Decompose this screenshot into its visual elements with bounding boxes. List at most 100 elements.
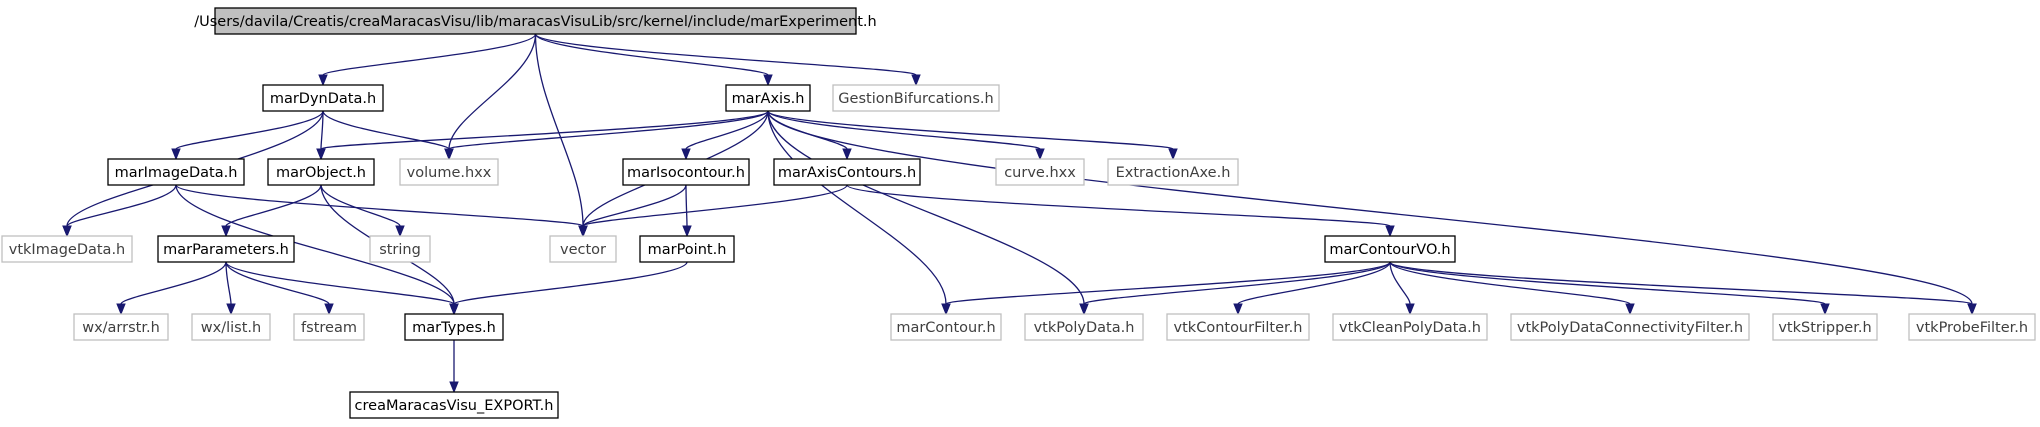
node-marImageData[interactable]: marImageData.h: [107, 158, 245, 186]
node-marAxisContours[interactable]: marAxisContours.h: [773, 158, 921, 186]
node-box-volume[interactable]: [399, 158, 499, 186]
node-marDynData[interactable]: marDynData.h: [262, 84, 384, 112]
node-label-gestion: GestionBifurcations.h: [838, 91, 993, 107]
arrowhead-marAxis-to-extraction: [1168, 148, 1178, 161]
node-box-marObject[interactable]: [267, 158, 375, 186]
node-label-marContourVO: marContourVO.h: [1329, 242, 1450, 258]
node-box-vtkImageData[interactable]: [1, 235, 133, 263]
node-box-vtkStripper[interactable]: [1772, 313, 1878, 341]
node-label-extraction: ExtractionAxe.h: [1116, 165, 1231, 181]
node-curve[interactable]: curve.hxx: [995, 158, 1085, 186]
node-box-vtkContourFilter[interactable]: [1166, 313, 1310, 341]
node-vtkProbeFilter[interactable]: vtkProbeFilter.h: [1908, 313, 2036, 341]
node-box-export[interactable]: [349, 391, 559, 419]
node-box-root[interactable]: [214, 7, 857, 35]
arrowhead-root-to-marDynData: [318, 74, 328, 87]
edge-marImageData-to-marTypes: [175, 184, 455, 305]
node-string[interactable]: string: [369, 235, 431, 263]
node-box-marDynData[interactable]: [262, 84, 384, 112]
node-box-vtkPolyData[interactable]: [1024, 313, 1144, 341]
edge-marContourVO-to-vtkPolyConn: [1389, 261, 1631, 305]
node-box-vtkPolyConn[interactable]: [1510, 313, 1750, 341]
node-vtkPolyConn[interactable]: vtkPolyDataConnectivityFilter.h: [1510, 313, 1750, 341]
node-label-marObject: marObject.h: [276, 165, 366, 181]
edge-marAxisContours-to-marContourVO: [846, 184, 1391, 227]
node-root[interactable]: /Users/davila/Creatis/creaMaracasVisu/li…: [194, 7, 877, 35]
node-vtkContourFilter[interactable]: vtkContourFilter.h: [1166, 313, 1310, 341]
node-wxarrstr[interactable]: wx/arrstr.h: [73, 313, 169, 341]
node-box-marIsocontour[interactable]: [622, 158, 750, 186]
node-export[interactable]: creaMaracasVisu_EXPORT.h: [349, 391, 559, 419]
node-box-marPoint[interactable]: [639, 235, 735, 263]
arrowhead-marContourVO-to-vtkContourFilter: [1233, 303, 1243, 316]
node-volume[interactable]: volume.hxx: [399, 158, 499, 186]
node-gestion[interactable]: GestionBifurcations.h: [832, 84, 1000, 112]
nodes-layer: /Users/davila/Creatis/creaMaracasVisu/li…: [1, 7, 2036, 419]
node-marContourVO[interactable]: marContourVO.h: [1324, 235, 1456, 263]
node-box-wxlist[interactable]: [191, 313, 271, 341]
node-fstream[interactable]: fstream: [293, 313, 365, 341]
node-label-marImageData: marImageData.h: [115, 165, 238, 181]
node-label-marContour: marContour.h: [896, 320, 995, 336]
edge-marObject-to-string: [320, 184, 401, 227]
node-box-extraction[interactable]: [1107, 158, 1239, 186]
node-box-curve[interactable]: [995, 158, 1085, 186]
node-box-vtkCleanPolyData[interactable]: [1332, 313, 1488, 341]
node-box-marContour[interactable]: [890, 313, 1002, 341]
node-box-wxarrstr[interactable]: [73, 313, 169, 341]
node-box-vector[interactable]: [549, 235, 617, 263]
node-vtkCleanPolyData[interactable]: vtkCleanPolyData.h: [1332, 313, 1488, 341]
edge-marIsocontour-to-marPoint: [685, 184, 688, 227]
edge-marParameters-to-wxarrstr: [120, 261, 227, 305]
edge-marDynData-to-volume: [322, 110, 450, 150]
edge-root-to-volume: [448, 33, 537, 150]
edge-marPoint-to-marTypes: [453, 261, 688, 305]
node-box-string[interactable]: [369, 235, 431, 263]
arrowhead-marAxis-to-curve: [1035, 148, 1045, 161]
node-box-vtkProbeFilter[interactable]: [1908, 313, 2036, 341]
node-marObject[interactable]: marObject.h: [267, 158, 375, 186]
node-marParameters[interactable]: marParameters.h: [157, 235, 295, 263]
edge-marImageData-to-vector: [175, 184, 584, 227]
arrowhead-marParameters-to-wxarrstr: [116, 303, 126, 316]
node-marIsocontour[interactable]: marIsocontour.h: [622, 158, 750, 186]
node-box-marAxis[interactable]: [725, 84, 811, 112]
node-box-fstream[interactable]: [293, 313, 365, 341]
edge-marParameters-to-fstream: [225, 261, 330, 305]
node-vtkImageData[interactable]: vtkImageData.h: [1, 235, 133, 263]
node-vtkPolyData[interactable]: vtkPolyData.h: [1024, 313, 1144, 341]
node-marContour[interactable]: marContour.h: [890, 313, 1002, 341]
edge-marAxis-to-marContour: [767, 110, 947, 305]
node-vector[interactable]: vector: [549, 235, 617, 263]
node-wxlist[interactable]: wx/list.h: [191, 313, 271, 341]
arrowhead-marContourVO-to-vtkCleanPolyData: [1405, 303, 1415, 316]
node-vtkStripper[interactable]: vtkStripper.h: [1772, 313, 1878, 341]
node-box-marAxisContours[interactable]: [773, 158, 921, 186]
edge-marIsocontour-to-vector: [582, 184, 687, 227]
node-label-vtkStripper: vtkStripper.h: [1778, 320, 1871, 336]
node-label-wxlist: wx/list.h: [201, 320, 261, 336]
node-box-gestion[interactable]: [832, 84, 1000, 112]
node-label-vtkCleanPolyData: vtkCleanPolyData.h: [1339, 320, 1481, 336]
node-label-marAxis: marAxis.h: [732, 91, 805, 107]
edge-marAxisContours-to-vector: [582, 184, 848, 227]
arrowhead-marContourVO-to-vtkProbeFilter: [1967, 303, 1977, 316]
edge-marAxis-to-extraction: [767, 110, 1174, 150]
node-box-marContourVO[interactable]: [1324, 235, 1456, 263]
node-label-export: creaMaracasVisu_EXPORT.h: [355, 398, 554, 414]
node-box-marParameters[interactable]: [157, 235, 295, 263]
edge-marAxis-to-marObject: [320, 110, 769, 150]
node-label-vector: vector: [560, 242, 606, 258]
node-label-marDynData: marDynData.h: [270, 91, 376, 107]
node-label-marPoint: marPoint.h: [648, 242, 727, 258]
arrowhead-marParameters-to-wxlist: [226, 303, 236, 316]
node-box-marImageData[interactable]: [107, 158, 245, 186]
node-marAxis[interactable]: marAxis.h: [725, 84, 811, 112]
node-marTypes[interactable]: marTypes.h: [404, 313, 504, 341]
node-marPoint[interactable]: marPoint.h: [639, 235, 735, 263]
edge-marContourVO-to-vtkStripper: [1389, 261, 1826, 305]
arrowhead-marContourVO-to-vtkPolyData: [1079, 303, 1089, 316]
arrowhead-marAxis-to-marAxisContours: [842, 148, 852, 161]
node-extraction[interactable]: ExtractionAxe.h: [1107, 158, 1239, 186]
node-box-marTypes[interactable]: [404, 313, 504, 341]
